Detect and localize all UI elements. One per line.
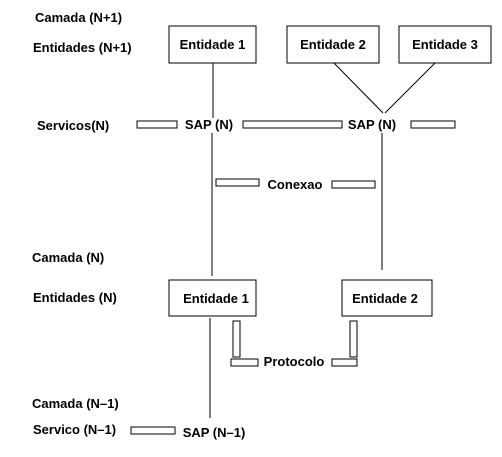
entity-box-label: Entidade 3	[412, 37, 478, 52]
entity-box-frame	[168, 25, 257, 64]
layer-label-n: Camada (N)	[32, 250, 104, 265]
entity-box-frame	[398, 25, 492, 64]
protocol-bar-left-vertical	[232, 320, 241, 358]
service-bar-right	[410, 120, 456, 129]
connection-bar-left	[215, 178, 260, 187]
line-entity2-upper-to-sap2	[332, 61, 384, 114]
services-label-n: Servicos(N)	[37, 118, 109, 133]
connection-label: Conexao	[268, 177, 323, 192]
service-bar-middle	[242, 120, 343, 129]
entity-box-frame	[168, 279, 257, 317]
service-bar-left	[136, 120, 178, 129]
sap-n-minus-1: SAP (N–1)	[183, 425, 246, 440]
service-bar-lower	[130, 426, 176, 435]
protocol-label: Protocolo	[264, 354, 325, 369]
sap-n-2: SAP (N)	[348, 117, 396, 132]
entity-box-frame	[341, 279, 433, 317]
sap-n-1: SAP (N)	[185, 117, 233, 132]
line-entity3-upper-to-sap2	[384, 61, 437, 114]
connection-bar-right	[331, 180, 376, 189]
service-label-n-minus-1: Servico (N–1)	[33, 422, 116, 437]
entity-box-frame	[286, 25, 380, 64]
protocol-bar-right-vertical	[349, 320, 358, 358]
entity-box-label: Entidade 2	[300, 37, 366, 52]
entity-box-n-plus-1-1: Entidade 1	[168, 25, 257, 64]
entity-box-label: Entidade 1	[180, 37, 246, 52]
entity-box-n-plus-1-3: Entidade 3	[398, 25, 492, 64]
entity-box-n-2: Entidade 2	[341, 279, 433, 317]
protocol-bar-left-horizontal	[230, 358, 259, 367]
protocol-bar-right-horizontal	[331, 358, 358, 367]
layer-label-n-minus-1: Camada (N–1)	[32, 396, 119, 411]
entities-label-n-plus-1: Entidades (N+1)	[33, 40, 132, 55]
layer-label-n-plus-1: Camada (N+1)	[35, 10, 122, 25]
entity-box-n-plus-1-2: Entidade 2	[286, 25, 380, 64]
entity-box-n-1: Entidade 1	[168, 279, 257, 317]
entities-label-n: Entidades (N)	[33, 290, 117, 305]
entity-box-label: Entidade 2	[352, 291, 418, 306]
entity-box-label: Entidade 1	[183, 291, 249, 306]
